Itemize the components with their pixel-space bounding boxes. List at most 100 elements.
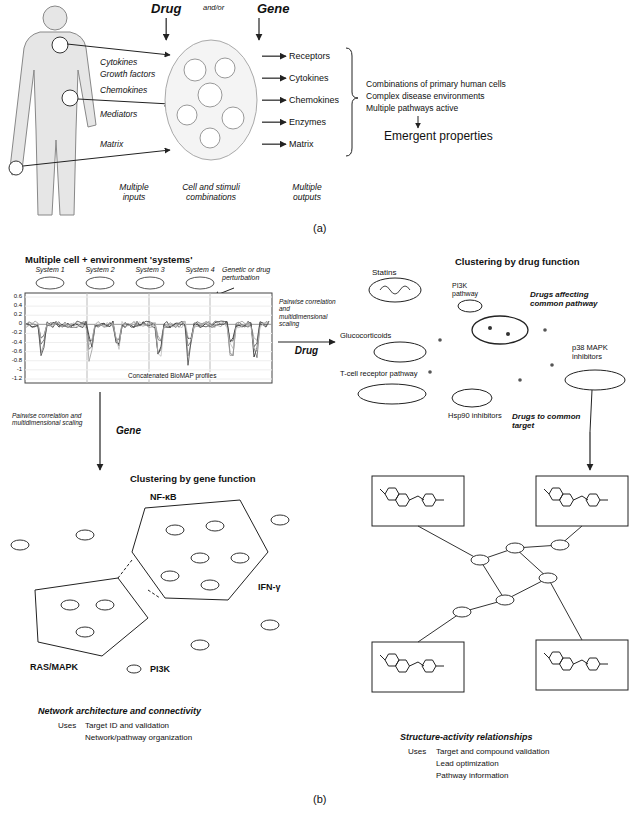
text-label: Target ID and validation <box>85 721 169 730</box>
text-label: System 3 <box>132 266 168 274</box>
system-oval <box>86 277 114 289</box>
input-label: Gene <box>254 1 293 18</box>
cell-cluster: Cell and stimuli combinations <box>160 40 262 205</box>
text-label: RAS/MAPK <box>30 662 78 672</box>
compound-node <box>539 573 557 583</box>
node-text: Clustering by drug function <box>455 257 580 268</box>
node-text: Matrix <box>289 139 314 149</box>
connector <box>262 56 286 57</box>
text-label: 0.2 <box>1 311 22 318</box>
text-label: 0.6 <box>1 293 22 300</box>
text-label: Uses <box>408 747 426 756</box>
system-oval <box>36 277 64 289</box>
text-label: -0.2 <box>1 329 22 336</box>
gene-node <box>191 553 209 563</box>
grid-line <box>25 360 272 361</box>
text-label: p38 MAPK inhibitors <box>572 344 634 361</box>
text-label: Drugs to common target <box>512 412 587 430</box>
leader-line <box>590 390 592 432</box>
node-text: Receptors <box>289 51 330 61</box>
text-label: Hsp90 inhibitors <box>448 412 502 421</box>
text-label: Matrix <box>100 140 123 150</box>
text-label: Multiple inputs <box>110 183 158 203</box>
text-label: Chemokines <box>100 86 147 96</box>
gene-node <box>161 571 179 581</box>
text-label: Uses <box>58 721 76 730</box>
tissue-spot <box>9 161 23 175</box>
text-label: PI3K pathway <box>452 282 490 298</box>
edge-label: Drug <box>295 345 318 357</box>
gene-node <box>191 640 209 650</box>
grid-line <box>25 351 272 352</box>
body-figure <box>10 32 96 215</box>
molecule <box>544 652 608 670</box>
cell <box>215 58 235 78</box>
cell-cluster <box>165 40 257 160</box>
gene-node <box>271 515 289 525</box>
gene-node <box>166 525 184 535</box>
compound-box <box>536 476 628 526</box>
cluster-ellipse <box>374 342 426 362</box>
node-text: Gene <box>257 2 290 17</box>
text-label: Cytokines <box>100 58 137 68</box>
system-oval <box>186 277 214 289</box>
node-text: Structure-activity relationships <box>400 732 533 742</box>
compound-box <box>372 476 464 526</box>
text-label: Drugs affecting common pathway <box>530 290 610 308</box>
text-label: Network/pathway organization <box>85 733 192 742</box>
gene-node <box>206 521 224 531</box>
cell <box>222 107 244 129</box>
text-label: T-cell receptor pathway <box>340 370 418 379</box>
text-label: Network architecture and connectivity <box>38 706 201 716</box>
drug-point <box>543 328 547 332</box>
gene-node <box>231 553 249 563</box>
text-label: System 1 <box>32 266 68 274</box>
cell <box>198 83 222 107</box>
cell <box>177 105 197 125</box>
gene-nodes <box>11 515 289 673</box>
text-label: -1.2 <box>1 375 22 382</box>
text-label: Pathway information <box>436 771 508 780</box>
node-text: Drug <box>151 2 181 17</box>
gene-node <box>61 600 79 610</box>
molecule <box>544 488 608 506</box>
gene-node <box>76 530 94 540</box>
cluster-outline <box>132 500 268 600</box>
cluster-ellipse <box>458 300 482 312</box>
cell <box>200 128 220 148</box>
gene-node <box>11 540 29 550</box>
result-arrow <box>418 116 419 128</box>
text-label: -0.4 <box>1 339 22 346</box>
body-head <box>43 6 67 30</box>
drug-point <box>488 326 492 330</box>
output-label: Cytokines <box>286 72 332 84</box>
compound-node <box>506 543 524 553</box>
text-label: Glucocorticoids <box>340 332 391 341</box>
output-label: Matrix <box>286 138 317 150</box>
text-label: Complex disease environments <box>366 92 485 102</box>
sar-panel: Structure-activity relationships <box>360 470 638 748</box>
cell <box>184 59 206 81</box>
text-label: System 4 <box>182 266 218 274</box>
text-label: Mediators <box>100 110 137 120</box>
text-label: Target and compound validation <box>436 747 549 756</box>
node-text: Clustering by gene function <box>130 474 256 485</box>
drug-point <box>506 332 510 336</box>
compound-node <box>453 607 471 617</box>
input-arrow <box>78 99 170 104</box>
bracket <box>346 48 358 156</box>
grid-line <box>25 306 272 307</box>
similarity-links <box>418 526 582 642</box>
text-label: Combinations of primary human cells <box>366 80 506 90</box>
text-label: Genetic or drug perturbation <box>222 266 276 282</box>
input-arrow <box>67 44 170 55</box>
profile-lines <box>25 297 272 379</box>
edge-label: Gene <box>116 425 141 437</box>
node-text: Chemokines <box>289 95 339 105</box>
text-label: 0.4 <box>1 302 22 309</box>
cluster-ellipse <box>565 370 625 390</box>
node-text: Multiple cell + environment 'systems' <box>25 255 192 266</box>
text-label: (b) <box>313 793 326 806</box>
connector <box>262 144 286 145</box>
grid-line <box>25 342 272 343</box>
